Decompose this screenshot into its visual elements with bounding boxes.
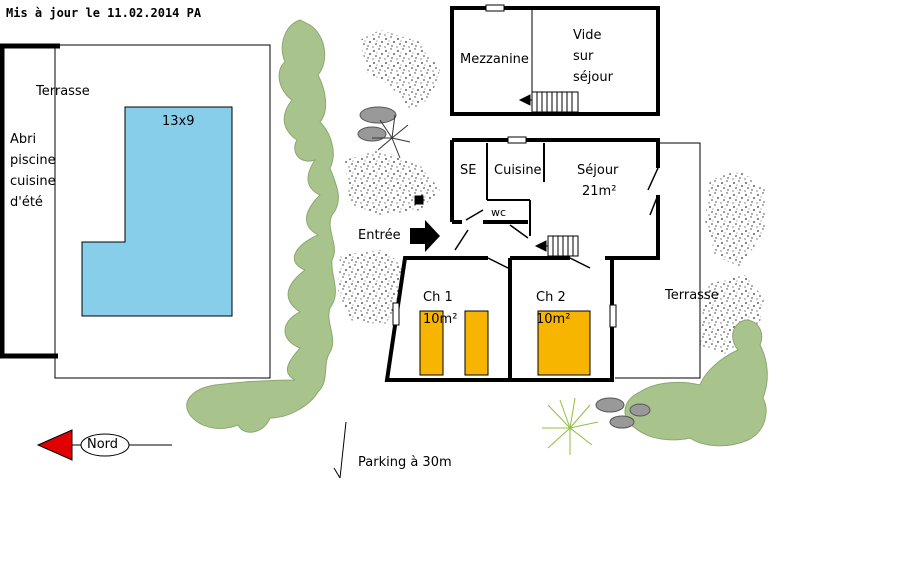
vegetation [186, 19, 768, 447]
wc-label: wc [491, 206, 507, 219]
parking-label: Parking à 30m [358, 455, 452, 470]
living-room-area: 21m² [582, 184, 617, 199]
entrance-label: Entrée [358, 228, 401, 243]
kitchen-label: Cuisine [494, 163, 542, 178]
terrace-right-label: Terrasse [665, 288, 719, 303]
gravel-areas [338, 30, 765, 355]
bedroom1-area: 10m² [423, 312, 458, 327]
bush-right [624, 319, 768, 447]
void-label-3: séjour [573, 70, 613, 85]
shelter-label-1: Abri [10, 132, 37, 147]
update-note: Mis à jour le 11.02.2014 PA [6, 6, 202, 20]
shelter-label-2: piscine [10, 153, 56, 168]
stairs-upper-icon [518, 91, 579, 113]
bedroom2-area: 10m² [536, 312, 571, 327]
palm-plant-icon [372, 114, 411, 159]
grass-plant-icon [542, 397, 599, 455]
parking-arrow-icon [333, 421, 347, 479]
terrace-left-label: Terrasse [36, 84, 90, 99]
terrace-right-outline [615, 142, 701, 379]
windows [392, 136, 617, 328]
bedroom1-label: Ch 1 [423, 290, 453, 305]
bed-ch1-left [419, 310, 444, 376]
upper-floor [450, 4, 660, 116]
pool-size-label: 13x9 [162, 114, 195, 129]
mezzanine-label: Mezzanine [460, 52, 529, 67]
shelter-label-4: d'été [10, 195, 43, 210]
outdoor-area-left [0, 43, 271, 379]
beds [419, 310, 591, 376]
pool [81, 106, 233, 317]
hedge-left [186, 19, 339, 433]
interior-partitions [486, 143, 545, 236]
north-arrow-icon [36, 429, 172, 461]
stairs-lower-icon [534, 235, 579, 257]
void-label-1: Vide [573, 28, 602, 43]
shelter-label-3: cuisine [10, 174, 56, 189]
bed-ch2 [537, 310, 591, 376]
bedroom2-label: Ch 2 [536, 290, 566, 305]
void-label-2: sur [573, 49, 594, 64]
doors [454, 167, 659, 269]
entrance-arrow-icon [410, 220, 440, 252]
bed-ch1-right [464, 310, 489, 376]
north-label: Nord [87, 437, 119, 452]
living-room-label: Séjour [577, 163, 619, 178]
stones [357, 106, 651, 429]
bathroom-label: SE [460, 163, 477, 178]
